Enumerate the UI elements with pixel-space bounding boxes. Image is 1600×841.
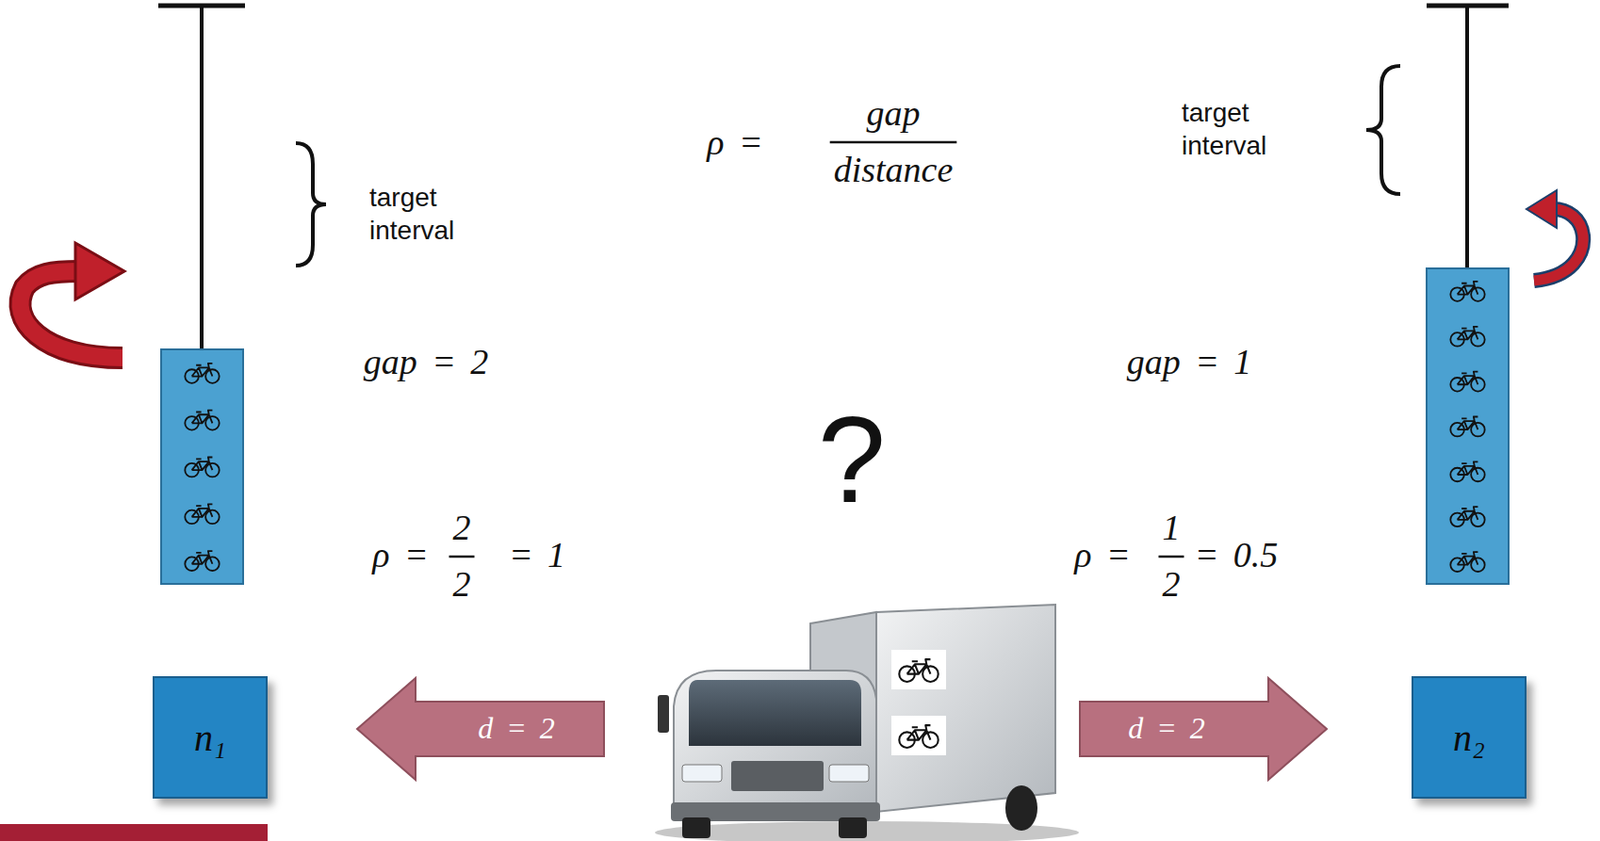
- bike-icon: [898, 659, 938, 683]
- bike-icon: [1450, 506, 1485, 527]
- fraction-bar: [449, 555, 475, 559]
- fill-arrow-outline: [1534, 209, 1584, 281]
- target-brace: [295, 143, 327, 266]
- bike-icon: [1450, 417, 1485, 438]
- truck-bike-patch: [891, 716, 947, 756]
- gap-value: gap = 1: [1126, 342, 1253, 383]
- bike-icon: [184, 457, 219, 478]
- bike-icon: [184, 410, 219, 431]
- truck-cargo: [876, 604, 1056, 813]
- fraction-numerator: 2: [453, 508, 472, 549]
- bike-icon: [184, 551, 219, 572]
- formula-text: = 0.5: [1194, 536, 1279, 576]
- fill-arrow-head: [1526, 190, 1557, 229]
- fraction-denominator: 2: [453, 565, 472, 605]
- target-brace: [1366, 65, 1401, 195]
- truck-bike-patch: [891, 650, 947, 690]
- truck-wheel: [1005, 785, 1038, 832]
- target-label: target interval: [1181, 96, 1295, 163]
- truck-cab: [673, 670, 877, 813]
- capacity-bar: [158, 3, 245, 9]
- fraction-denominator: distance: [833, 150, 954, 191]
- formula-text: = 1: [508, 536, 566, 576]
- distance-label: d = 2: [1127, 712, 1206, 746]
- fill-arrow: [20, 271, 123, 359]
- bike-stack: [1426, 268, 1509, 585]
- station-name: n₁: [194, 716, 227, 761]
- truck-wheel: [682, 817, 711, 839]
- fraction-numerator: 1: [1162, 508, 1181, 549]
- distance-arrow: [1079, 678, 1327, 781]
- gap-value: gap = 2: [363, 342, 490, 383]
- fill-arrow: [1534, 209, 1584, 281]
- truck-headlight: [829, 765, 869, 783]
- bike-icon: [898, 725, 938, 749]
- bike-icon: [1450, 461, 1485, 482]
- truck-windshield: [688, 680, 862, 747]
- bike-icon: [1450, 326, 1485, 347]
- formula-text: ρ =: [372, 536, 428, 576]
- station-box: n₂: [1411, 676, 1527, 800]
- fraction-numerator: gap: [866, 94, 921, 134]
- bike-icon: [184, 504, 219, 524]
- fraction-denominator: 2: [1162, 565, 1181, 605]
- capacity-bar: [1426, 3, 1509, 9]
- bike-icon: [1450, 372, 1485, 392]
- formula-text: ρ =: [1074, 536, 1130, 576]
- truck-mirror: [657, 695, 670, 734]
- fill-arrow-outline: [20, 271, 123, 359]
- bike-icon: [184, 363, 219, 384]
- distance-label: d = 2: [477, 712, 556, 746]
- fraction-bar: [830, 141, 958, 145]
- logo-strip: [0, 824, 268, 841]
- distance-arrow: [357, 678, 605, 781]
- bike-icon: [1450, 552, 1485, 572]
- target-label: target interval: [369, 180, 483, 247]
- formula-text: ρ =: [706, 123, 763, 164]
- fraction-bar: [1159, 555, 1185, 559]
- fill-arrow-head: [75, 243, 125, 300]
- truck-headlight: [682, 765, 722, 783]
- station-name: n₂: [1453, 716, 1486, 761]
- station-pole: [199, 5, 204, 350]
- truck-grille: [731, 761, 824, 792]
- question-mark: ?: [817, 392, 886, 528]
- station-pole: [1465, 5, 1470, 269]
- station-box: n₁: [152, 676, 268, 800]
- truck-wheel: [838, 817, 867, 839]
- bike-icon: [1450, 281, 1485, 302]
- bike-stack: [161, 349, 244, 585]
